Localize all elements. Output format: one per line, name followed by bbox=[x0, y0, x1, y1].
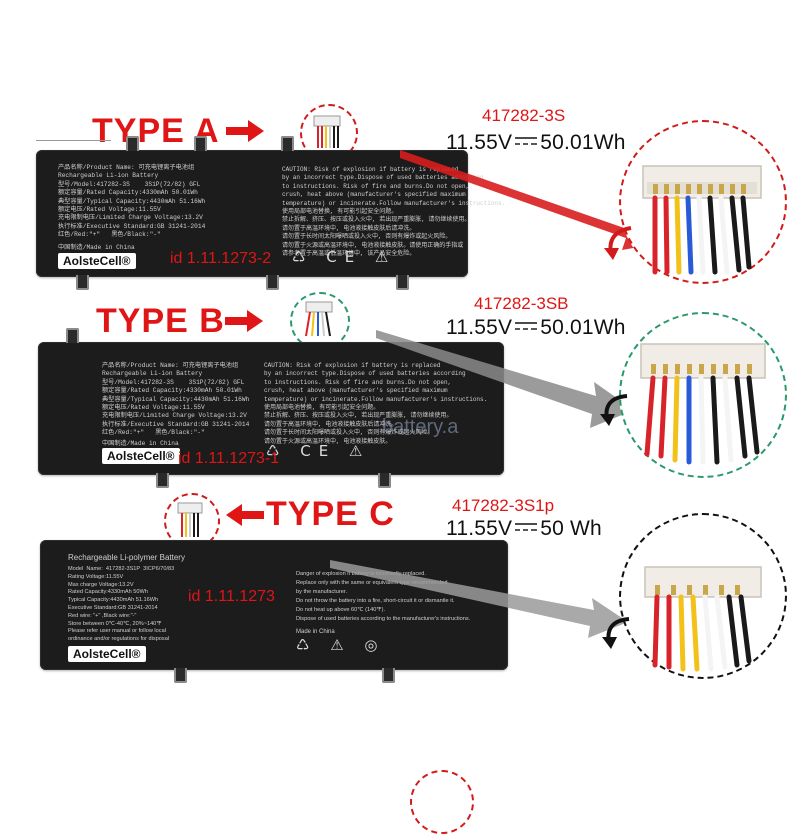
battery-a-specs: 产品名称/Product Name: 可充电锂离子电池组 Rechargeabl… bbox=[58, 164, 206, 239]
arrow-overlay bbox=[330, 560, 628, 638]
connector-closeup-a bbox=[604, 120, 787, 284]
mounting-tab bbox=[194, 136, 207, 151]
mounting-tab bbox=[156, 473, 169, 488]
type-a-voltage: 11.55V bbox=[446, 131, 513, 154]
type-c-spec: 11.55V 50 Wh bbox=[446, 517, 602, 541]
battery-b-id: id 1.11.1273-1 bbox=[178, 450, 280, 467]
type-b-label: TYPE B bbox=[96, 302, 225, 340]
type-c-label: TYPE C bbox=[266, 495, 395, 533]
type-b-spec: 11.55V 50.01Wh bbox=[446, 316, 626, 340]
battery-b-icons: ♺ CE ⚠ bbox=[266, 442, 371, 460]
battery-c-icons: ♺ ⚠ ◎ bbox=[296, 636, 386, 654]
battery-a-id: id 1.11.1273-2 bbox=[170, 250, 272, 267]
battery-c-made-in: Made in China bbox=[296, 629, 335, 635]
battery-c-id: id 1.11.1273 bbox=[188, 588, 275, 605]
mounting-tab bbox=[281, 136, 294, 151]
mounting-tab bbox=[396, 275, 409, 290]
type-a-spec: 11.55V 50.01Wh bbox=[446, 131, 626, 155]
curved-arrow-icon bbox=[602, 617, 630, 649]
connector-closeup-c bbox=[602, 513, 787, 679]
battery-b-made-in: 中国制造/Made in China bbox=[102, 440, 179, 447]
mounting-tab bbox=[66, 328, 79, 343]
type-b-energy: 50.01Wh bbox=[540, 316, 626, 339]
decorative-circle bbox=[410, 770, 474, 834]
battery-type-a: 产品名称/Product Name: 可充电锂离子电池组 Rechargeabl… bbox=[36, 136, 505, 290]
type-b-model: 417282-3SB bbox=[474, 294, 569, 313]
battery-c-specs: Model Name: 417282-3S1P 3ICP6/70/83 Rati… bbox=[68, 566, 175, 643]
type-c-energy: 50 Wh bbox=[540, 517, 602, 540]
type-c-voltage: 11.55V bbox=[446, 517, 513, 540]
battery-b-caution: CAUTION: Risk of explosion if battery is… bbox=[264, 362, 488, 445]
arrow-right-icon bbox=[226, 120, 264, 142]
connector-thumbnail-c bbox=[164, 493, 220, 549]
dc-symbol-icon bbox=[515, 137, 538, 146]
mounting-tab bbox=[266, 275, 279, 290]
type-b-voltage: 11.55V bbox=[446, 316, 513, 339]
mounting-tab bbox=[126, 136, 139, 151]
battery-b-brand: AolsteCell® bbox=[102, 448, 180, 464]
mounting-tab bbox=[76, 275, 89, 290]
mounting-tab bbox=[382, 668, 395, 683]
curved-arrow-icon bbox=[604, 226, 632, 260]
battery-a-icons: ♺ CE ⚠ bbox=[292, 248, 397, 266]
battery-a-made-in: 中国制造/Made in China bbox=[58, 244, 135, 251]
dc-symbol-icon bbox=[515, 523, 538, 532]
dc-symbol-icon bbox=[515, 322, 538, 331]
thin-line bbox=[36, 140, 111, 141]
battery-type-b: 产品名称/Product Name: 可充电锂离子电池组 Rechargeabl… bbox=[38, 328, 504, 488]
mounting-tab bbox=[174, 668, 187, 683]
arrow-overlay bbox=[400, 150, 650, 250]
battery-a-caution: CAUTION: Risk of explosion if battery is… bbox=[282, 166, 506, 258]
battery-c-title: Rechargeable Li-polymer Battery bbox=[68, 553, 185, 562]
type-a-energy: 50.01Wh bbox=[540, 131, 626, 154]
type-a-model: 417282-3S bbox=[482, 106, 566, 125]
battery-a-brand: AolsteCell® bbox=[58, 253, 136, 269]
battery-c-brand: AolsteCell® bbox=[68, 646, 146, 662]
battery-type-c: Rechargeable Li-polymer Battery Model Na… bbox=[40, 540, 508, 683]
watermark: battery.a bbox=[382, 416, 459, 438]
battery-c-caution: Danger of explosion if battery is incorr… bbox=[296, 571, 471, 622]
arrow-overlay bbox=[376, 330, 634, 428]
type-c-model: 417282-3S1p bbox=[452, 496, 555, 515]
arrow-right-icon bbox=[225, 310, 263, 332]
curved-arrow-icon bbox=[600, 394, 628, 426]
battery-b-specs: 产品名称/Product Name: 可充电锂离子电池组 Rechargeabl… bbox=[102, 362, 250, 437]
arrow-left-icon bbox=[226, 504, 264, 526]
mounting-tab bbox=[378, 473, 391, 488]
connector-closeup-b bbox=[600, 312, 787, 478]
